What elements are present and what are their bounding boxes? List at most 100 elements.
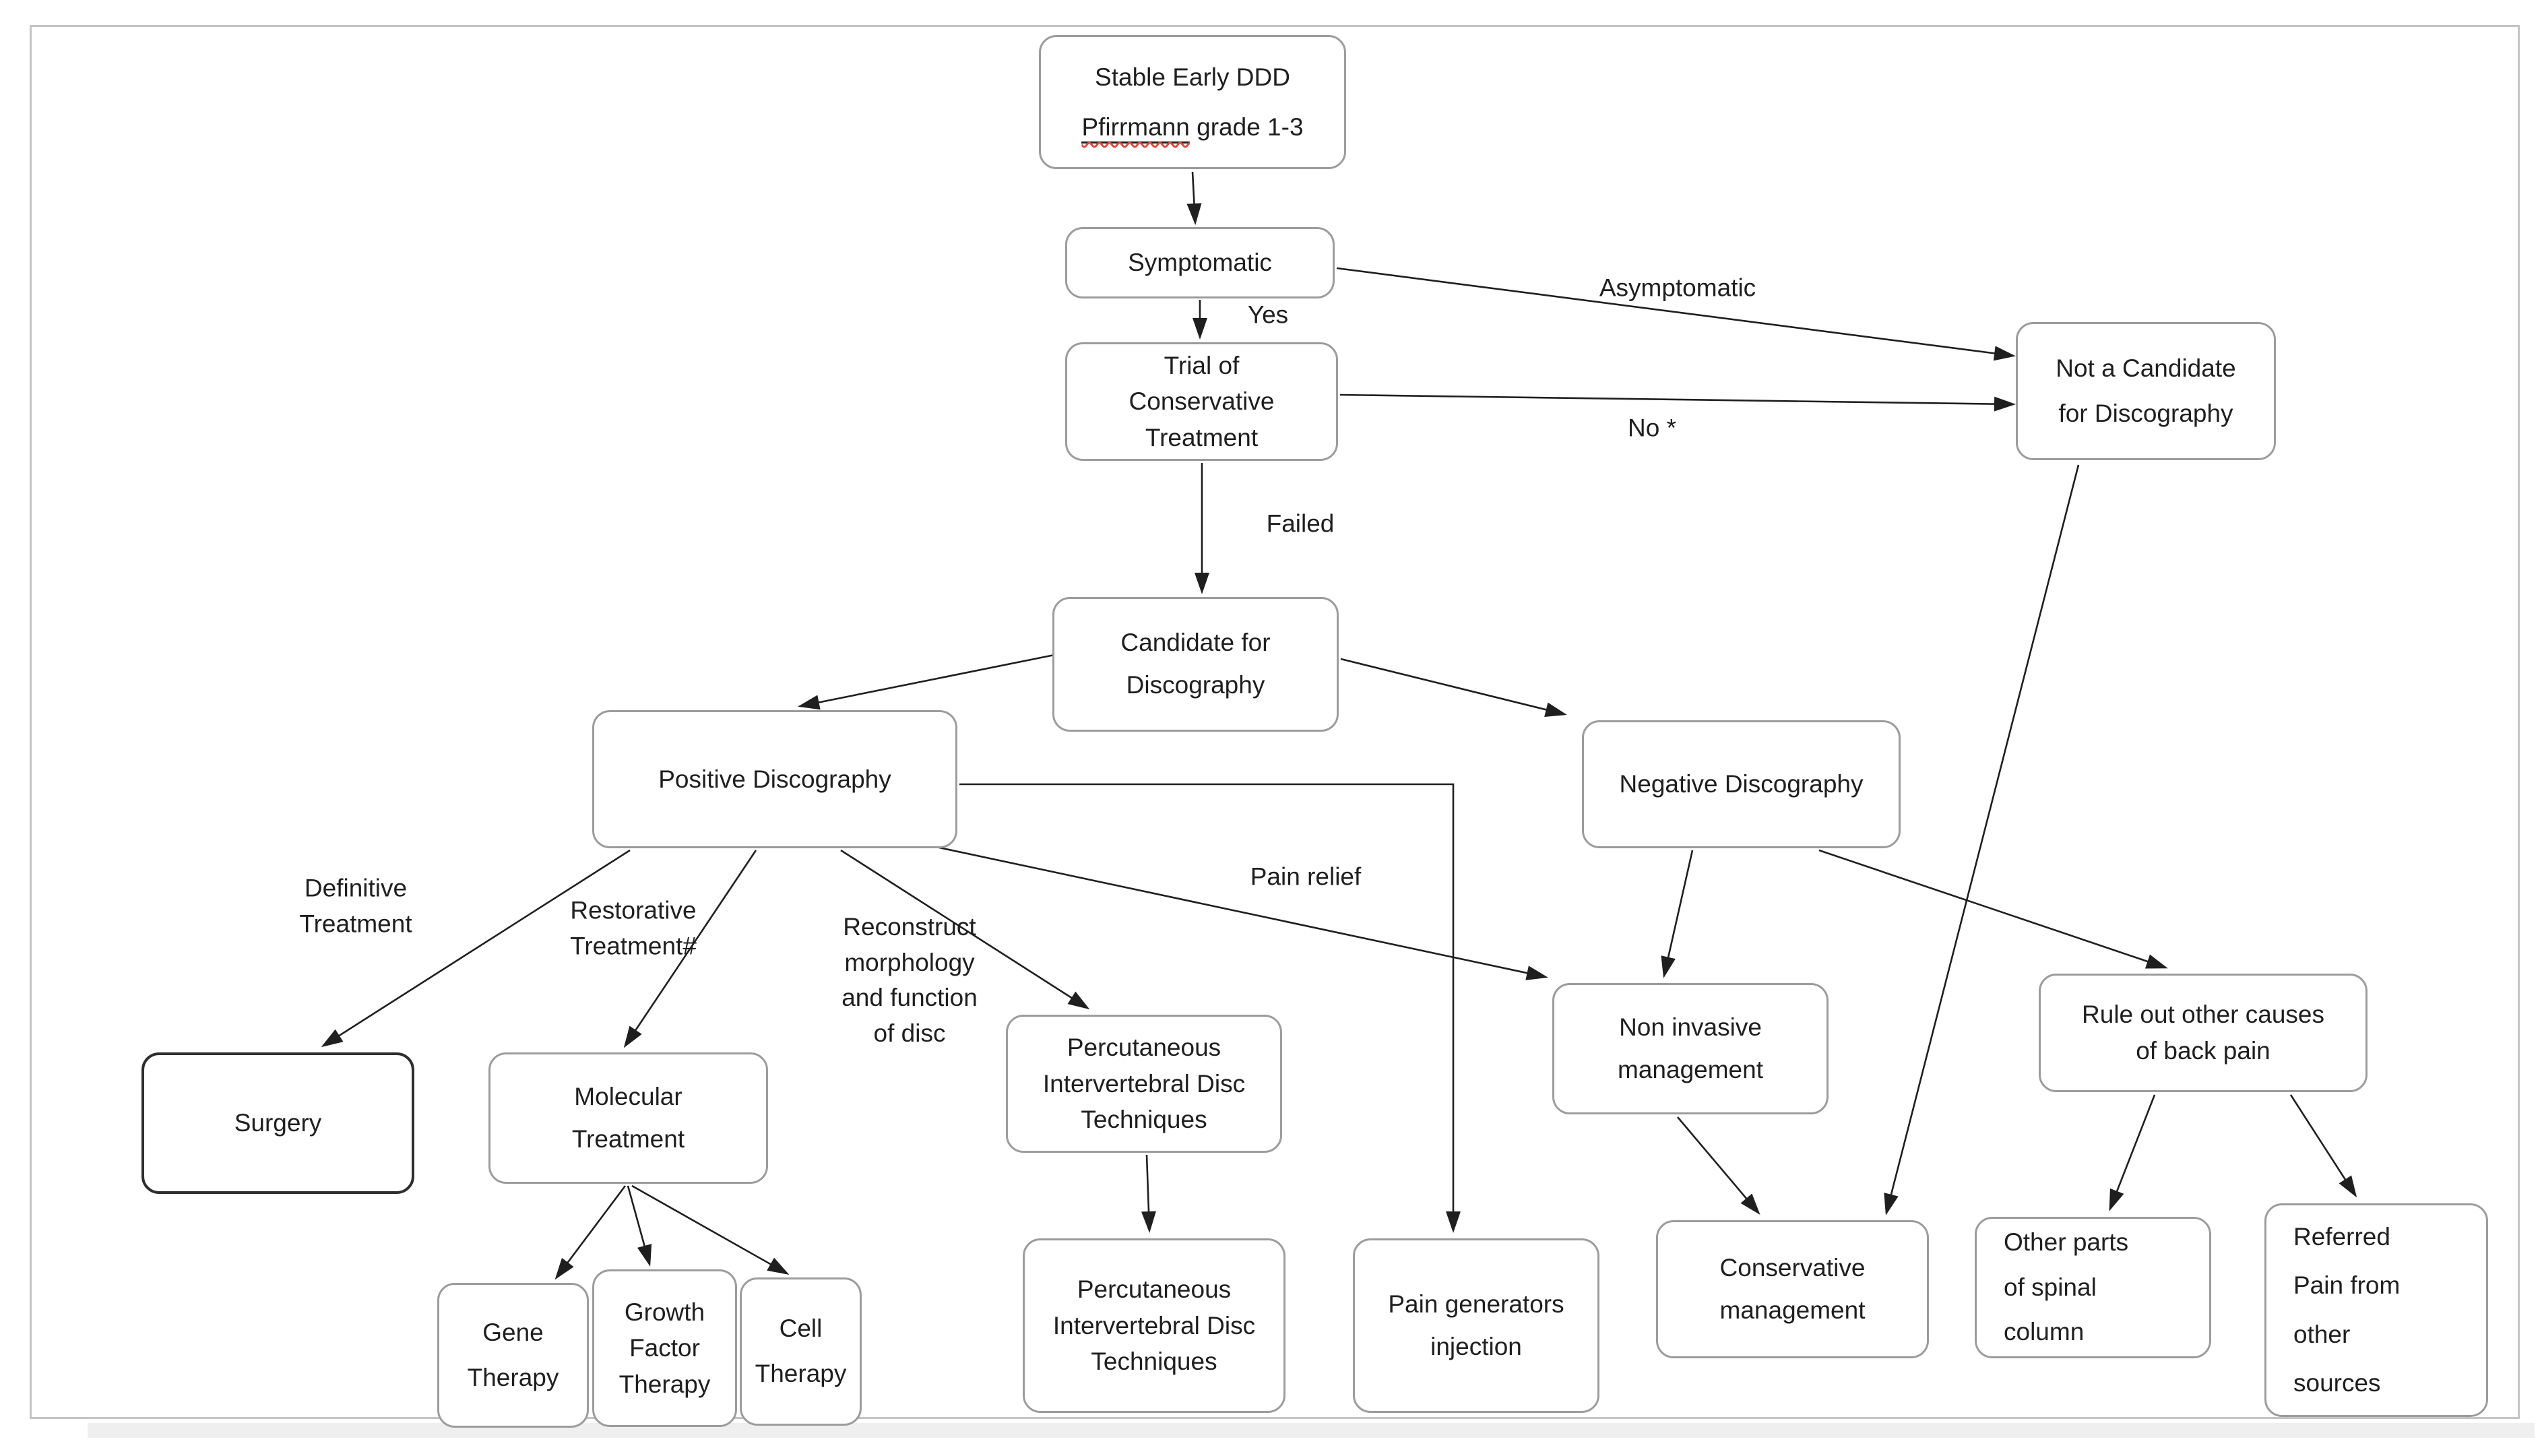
node-text-line: column — [2004, 1318, 2085, 1346]
edge-label-line: morphology — [844, 948, 975, 976]
connector-positive-to-pain-generators — [959, 783, 1461, 1233]
node-text-line: Techniques — [1091, 1348, 1217, 1376]
edge-label-line: Treatment# — [570, 932, 697, 959]
node-text-line: of spinal — [2004, 1273, 2097, 1301]
connector-molecular-to-cell — [631, 1184, 790, 1275]
node-text-line: injection — [1430, 1332, 1522, 1360]
node-text-line: Referred — [2293, 1223, 2390, 1251]
connector-negative-to-rule-out — [1818, 849, 2168, 969]
node-text-line: Stable Early DDD — [1095, 63, 1290, 91]
node-text-line: Percutaneous — [1067, 1034, 1221, 1062]
edge-label-line: and function — [841, 984, 978, 1011]
node-not-candidate-discography[interactable]: Not a Candidate for Discography — [2016, 322, 2276, 460]
node-text-line: Percutaneous — [1077, 1275, 1232, 1304]
node-text-line: Positive Discography — [658, 765, 891, 793]
node-text-line: Cell — [779, 1315, 823, 1343]
node-conservative-management[interactable]: Conservative management — [1656, 1220, 1929, 1358]
edge-label-line: Restorative — [570, 896, 697, 924]
connector-negative-to-non-invasive — [1661, 850, 1694, 978]
node-surgery[interactable]: Surgery — [141, 1052, 414, 1194]
node-text-line: Conservative — [1129, 387, 1275, 416]
connector-positive-to-surgery — [321, 849, 631, 1048]
node-text-line: Pfirrmann grade 1-3 — [1081, 102, 1304, 152]
node-text-line: management — [1618, 1055, 1763, 1083]
node-text-line: Other parts — [2004, 1228, 2129, 1257]
node-other-parts-spinal-column[interactable]: Other parts of spinal column — [1975, 1217, 2211, 1358]
node-text-line: Non invasive — [1619, 1013, 1762, 1041]
edge-label-yes: Yes — [1248, 298, 1288, 334]
connector-non-invasive-to-conservative — [1677, 1116, 1760, 1215]
node-stable-early-ddd[interactable]: Stable Early DDD Pfirrmann grade 1-3 — [1039, 35, 1346, 169]
node-text-line: Treatment — [571, 1125, 685, 1153]
connector-molecular-to-growth — [627, 1185, 652, 1267]
node-text-line: Not a Candidate — [2056, 354, 2236, 382]
connector-positive-to-molecular — [623, 850, 757, 1048]
edge-label-line: Reconstruct — [843, 912, 976, 941]
node-text-line: of back pain — [2136, 1037, 2270, 1065]
edge-label-line: Treatment — [299, 910, 412, 937]
node-text-line: Growth — [624, 1298, 705, 1326]
spellcheck-word: Pfirrmann — [1081, 113, 1190, 141]
node-text-line: Intervertebral Disc — [1042, 1069, 1246, 1098]
node-text-line: sources — [2293, 1368, 2381, 1397]
node-text-line: Surgery — [234, 1109, 322, 1137]
edge-label-line: of disc — [873, 1019, 946, 1047]
node-pain-generators-injection[interactable]: Pain generators injection — [1353, 1238, 1599, 1413]
connector-positive-to-non-invasive — [929, 844, 1548, 980]
node-text-line: Therapy — [618, 1370, 711, 1398]
connector-percutaneous1-to-percutaneous2 — [1141, 1154, 1156, 1233]
node-text-line: Pain generators — [1388, 1290, 1564, 1318]
node-text-line: for Discography — [2058, 399, 2233, 427]
connector-rule-out-to-referred-pain — [2289, 1094, 2357, 1198]
edge-label-line: Failed — [1266, 509, 1335, 538]
edge-label-no-star: No * — [1628, 411, 1676, 447]
node-text-line: Conservative — [1719, 1253, 1866, 1281]
node-text-line: Intervertebral Disc — [1052, 1311, 1256, 1339]
connector-not-candidate-to-conservative — [1884, 464, 2080, 1215]
connector-candidate-to-negative — [1340, 658, 1567, 717]
edge-label-failed: Failed — [1267, 507, 1335, 542]
node-text-line: Therapy — [755, 1360, 847, 1387]
node-text-line: Gene — [482, 1318, 544, 1346]
node-text-line: Techniques — [1081, 1106, 1207, 1134]
node-text-line: Molecular — [574, 1082, 682, 1110]
node-rule-out-other-causes[interactable]: Rule out other causes of back pain — [2039, 974, 2368, 1092]
node-non-invasive-management[interactable]: Non invasive management — [1552, 983, 1829, 1114]
node-positive-discography[interactable]: Positive Discography — [592, 710, 957, 848]
edge-label-reconstruct-morphology: Reconstruct morphology and function of disc — [841, 910, 978, 1051]
node-symptomatic[interactable]: Symptomatic — [1065, 227, 1335, 298]
edge-label-line: Yes — [1247, 300, 1289, 329]
node-text-line: Candidate for — [1120, 629, 1271, 657]
node-negative-discography[interactable]: Negative Discography — [1582, 720, 1901, 848]
node-text-line: Symptomatic — [1128, 249, 1272, 277]
connector-trial-to-not-candidate — [1339, 393, 2016, 412]
node-text-line: Pain from — [2293, 1271, 2401, 1300]
node-text-line: other — [2293, 1320, 2351, 1348]
node-text-line: Rule out other causes — [2082, 1001, 2324, 1029]
edge-label-pain-relief: Pain relief — [1250, 860, 1362, 895]
connector-positive-to-percutaneous — [840, 849, 1090, 1010]
node-text-line: Discography — [1126, 671, 1265, 699]
connector-candidate-to-positive — [798, 654, 1055, 710]
connector-symptomatic-to-not-candidate — [1336, 267, 2016, 361]
connector-rule-out-to-other-parts — [2109, 1094, 2156, 1211]
edge-label-line: Asymptomatic — [1599, 274, 1756, 302]
connector-stable-to-symptomatic — [1186, 171, 1202, 225]
connector-molecular-to-gene — [554, 1185, 627, 1280]
edge-label-line: Pain relief — [1250, 862, 1362, 891]
node-text-line: management — [1719, 1296, 1866, 1324]
node-text-line: Trial of — [1164, 351, 1240, 379]
edge-label-line: Definitive — [304, 874, 408, 902]
